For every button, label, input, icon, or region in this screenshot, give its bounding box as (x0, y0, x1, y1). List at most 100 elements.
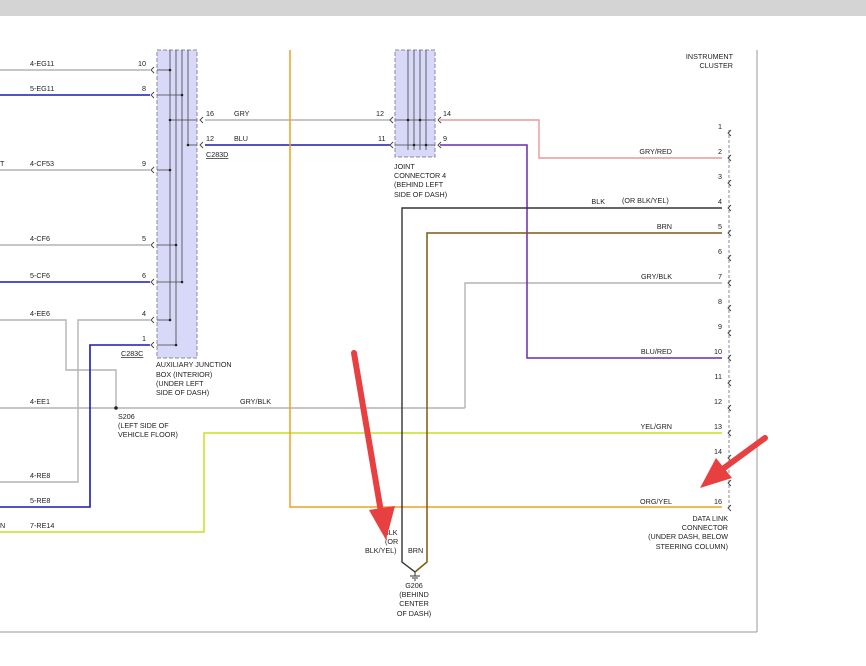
splice-label-3: VEHICLE FLOOR) (118, 430, 178, 439)
joint-label-4: SIDE OF DASH) (394, 190, 447, 199)
dlc-terminal (727, 254, 732, 262)
joint-pin-9: 9 (443, 134, 447, 143)
dlc-terminal (727, 229, 732, 237)
splice-wire-label: GRY/BLK (240, 397, 271, 406)
ground-wire-blk-3: BLK/YEL) (365, 546, 397, 555)
joint-connector-4: 12 11 14 9 JOINT CONNECTOR 4 (BEHIND LEF… (376, 49, 451, 199)
label-4-ee1: 4-EE1 (30, 397, 50, 406)
connector-c283d: C283D (206, 150, 228, 159)
dlc-extra-blk-yel: (OR BLK/YEL) (622, 196, 669, 205)
splice-label-1: S206 (118, 412, 135, 421)
dlc-pin-number: 2 (718, 147, 722, 156)
dlc-pin-number: 16 (714, 497, 722, 506)
pin-10: 10 (138, 59, 146, 68)
dlc-pin-number: 4 (718, 197, 722, 206)
dlc-terminal (727, 404, 732, 412)
aux-pin-16: 16 (206, 109, 214, 118)
joint-pin-11: 11 (378, 134, 385, 143)
ground-wire-blk-1: BLK (384, 528, 398, 537)
wire-5-re8 (0, 344, 150, 508)
pin-6: 6 (142, 271, 146, 280)
dlc-terminal (727, 479, 732, 487)
wire-gry-blk (464, 282, 722, 408)
joint-label-1: JOINT (394, 162, 415, 171)
label-prefix-n: N (0, 521, 5, 530)
dlc-pin-number: 10 (714, 347, 722, 356)
dlc-terminal (727, 204, 732, 212)
dlc-terminal (727, 179, 732, 187)
dlc-wire-color: GRY/BLK (641, 272, 672, 281)
dlc-wire-labels: GRY/RED BLK BRN GRY/BLK BLU/RED YEL/GRN ORG/YE… (591, 147, 672, 506)
pin-8: 8 (142, 84, 146, 93)
label-7-re14: 7-RE14 (30, 521, 54, 530)
dlc-pin-number: 5 (718, 222, 722, 231)
dlc-pin-number: 14 (714, 447, 722, 456)
left-wire-group (0, 69, 722, 533)
dlc-terminal (727, 354, 732, 362)
dlc-wire-color: ORG/YEL (640, 497, 672, 506)
dlc-terminal (727, 129, 732, 137)
instrument-cluster-label-1: INSTRUMENT (686, 52, 734, 61)
aux-junction-dots (168, 68, 190, 347)
joint-pin-14: 14 (443, 109, 451, 118)
joint-label-3: (BEHIND LEFT (394, 180, 444, 189)
dlc-wire-color: BLU/RED (641, 347, 672, 356)
dlc-terminal (727, 504, 732, 512)
annotation-arrow-ground (351, 350, 395, 540)
ground-label-4: OF DASH) (397, 609, 431, 618)
dlc-terminal (727, 304, 732, 312)
wire-label-blu: BLU (234, 134, 248, 143)
top-toolbar-strip (0, 0, 866, 16)
dlc-wire-color: GRY/RED (639, 147, 672, 156)
dlc-pin-number: 1 (718, 122, 722, 131)
auxiliary-junction-box: 16 12 C283D C283C AUXILIARY JUNCTION BOX… (121, 49, 232, 397)
wire-gry-red (440, 119, 722, 159)
dlc-pin-number: 12 (714, 397, 722, 406)
wire-blu-red (440, 144, 722, 359)
ground-label-1: G206 (405, 581, 423, 590)
aux-box-label-1: AUXILIARY JUNCTION (156, 360, 232, 369)
dlc-wire-color: YEL/GRN (640, 422, 672, 431)
pin-5: 5 (142, 234, 146, 243)
label-prefix-t: T (0, 159, 5, 168)
aux-left-terminals (150, 66, 155, 349)
dlc-terminal (727, 329, 732, 337)
joint-pin-12: 12 (376, 109, 384, 118)
wire-blk (401, 207, 722, 573)
dlc-pin-number: 8 (718, 297, 722, 306)
aux-box-label-3: (UNDER LEFT (156, 379, 204, 388)
joint-body (394, 49, 436, 158)
dlc-pin-number: 11 (715, 372, 722, 381)
dlc-pin-number: 9 (718, 322, 722, 331)
dlc-label-3: (UNDER DASH, BELOW (648, 532, 728, 541)
data-link-connector: 12345678910111213141516 GRY/REDBLKBRNGRY… (591, 122, 732, 551)
dlc-terminal (727, 429, 732, 437)
dlc-pin-labels: 12345678910111213141516 (714, 122, 722, 506)
wire-brn (414, 232, 722, 573)
dlc-terminal (727, 154, 732, 162)
dlc-pin-number: 6 (718, 247, 722, 256)
dlc-label-2: CONNECTOR (682, 523, 728, 532)
wire-4-ee6-b (0, 319, 150, 483)
aux-box-label-4: SIDE OF DASH) (156, 388, 209, 397)
dlc-pin-number: 3 (718, 172, 722, 181)
label-4-cf53: 4-CF53 (30, 159, 54, 168)
label-4-cf6: 4-CF6 (30, 234, 50, 243)
joint-label-2: CONNECTOR 4 (394, 171, 446, 180)
aux-box-label-2: BOX (INTERIOR) (156, 370, 212, 379)
dlc-pin-number: 13 (714, 422, 722, 431)
label-4-re8: 4-RE8 (30, 471, 50, 480)
wire-label-gry: GRY (234, 109, 250, 118)
pin-4: 4 (142, 309, 146, 318)
wire-org-yel (289, 50, 722, 508)
dlc-wire-color: BRN (657, 222, 672, 231)
dlc-wire-color: BLK (591, 197, 605, 206)
dlc-label-4: STEERING COLUMN) (656, 542, 728, 551)
dlc-terminal (727, 379, 732, 387)
ground-label-2: (BEHIND (399, 590, 429, 599)
dlc-terminal (727, 279, 732, 287)
label-5-cf6: 5-CF6 (30, 271, 50, 280)
left-wire-labels: 4-EG11 10 5-EG11 8 T 4-CF53 9 4-CF6 5 5-… (0, 59, 146, 530)
ground-label-3: CENTER (399, 599, 429, 608)
